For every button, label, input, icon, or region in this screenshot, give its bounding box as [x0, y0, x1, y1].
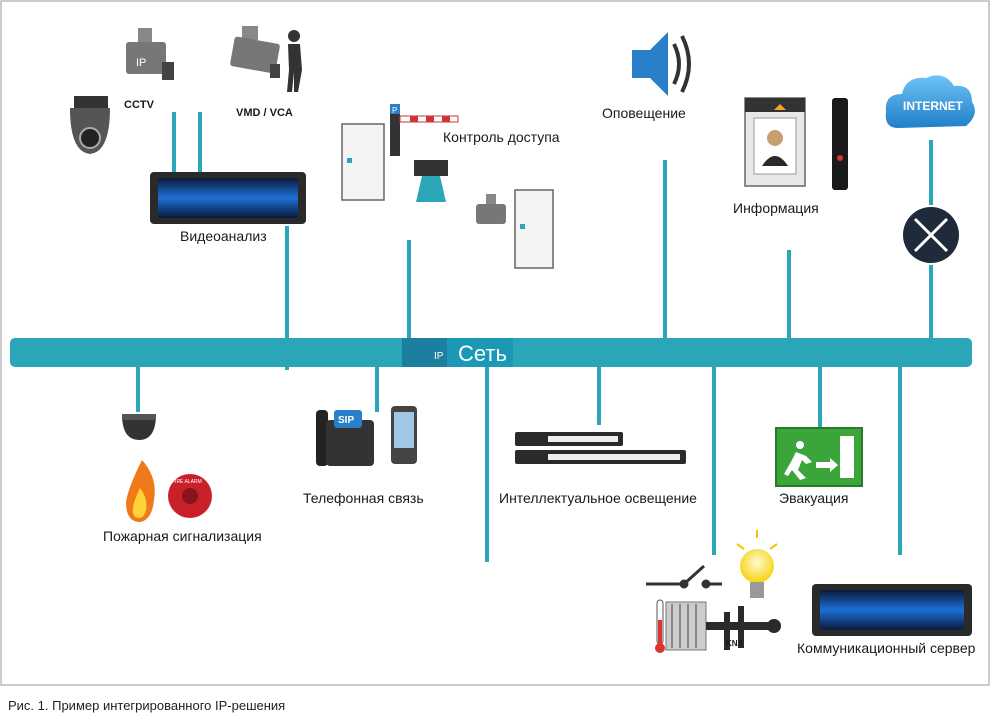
label-fire-alarm: Пожарная сигнализация [103, 528, 262, 544]
figure-caption: Рис. 1. Пример интегрированного IP-решен… [8, 698, 285, 713]
label-comm-server: Коммуникационный сервер [797, 640, 976, 656]
switch-symbol-icon [646, 564, 722, 589]
fire-alarm-badge: FIRE ALARM [172, 479, 202, 485]
bus-label: Сеть [458, 341, 507, 366]
bus-ip-tag: IP [434, 351, 444, 362]
lighting-controller-icon [515, 432, 686, 464]
label-cctv: CCTV [124, 99, 155, 111]
label-intelligent-lighting: Интеллектуальное освещение [499, 490, 697, 506]
light-bulb-icon [736, 530, 778, 598]
outer-border [0, 0, 990, 686]
ip-cam-text: IP [136, 57, 146, 69]
smoke-detector-icon [122, 414, 156, 440]
label-evacuation: Эвакуация [779, 490, 848, 506]
internet-cloud-icon: INTERNET [885, 75, 975, 128]
access-door-2-icon [514, 189, 554, 269]
radiator-icon [665, 601, 707, 651]
access-door-icon [341, 123, 385, 201]
knx-bus-icon: KNX [706, 606, 781, 650]
label-notification: Оповещение [602, 105, 686, 121]
card-reader-icon [414, 160, 448, 202]
dome-camera-icon [70, 96, 110, 154]
video-analysis-server-icon [150, 172, 306, 224]
sip-text: SIP [338, 415, 354, 426]
flame-icon [126, 460, 155, 522]
thermometer-icon [655, 599, 665, 653]
barrier-gate-icon: P [390, 104, 459, 156]
label-internet: INTERNET [903, 99, 964, 113]
lower-connectors [136, 366, 902, 562]
door-camera-icon [476, 194, 506, 224]
knx-text: KNX [726, 639, 744, 648]
router-icon [903, 207, 959, 263]
network-bus: IP Сеть [10, 338, 972, 367]
help-point-icon: HELP [824, 98, 848, 190]
label-information: Информация [733, 200, 819, 216]
parking-text: P [392, 106, 397, 115]
speaker-icon [632, 32, 691, 96]
label-vmd-vca: VMD / VCA [236, 107, 293, 119]
label-video-analysis: Видеоанализ [180, 228, 267, 244]
ip-camera-icon: IP [126, 28, 174, 80]
fire-alarm-bell-icon: FIRE ALARM [168, 474, 212, 518]
label-telephony: Телефонная связь [303, 490, 424, 506]
exit-sign-icon [775, 427, 863, 487]
label-access-control: Контроль доступа [443, 129, 560, 145]
mobile-phone-icon [391, 406, 417, 464]
person-icon [287, 30, 302, 92]
sip-phone-icon: SIP [316, 410, 374, 466]
vmd-camera-icon [230, 26, 280, 78]
intercom-panel-icon [744, 97, 806, 187]
comm-server-icon [812, 584, 972, 636]
help-text: HELP [824, 122, 833, 143]
